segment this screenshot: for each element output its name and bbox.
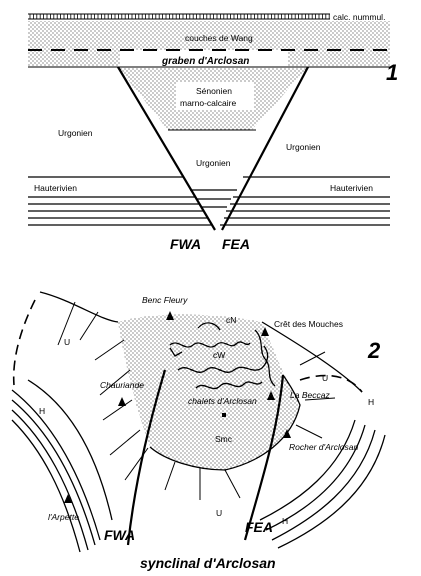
- smc-label: Smc: [215, 434, 233, 444]
- chalets-label: chalets d'Arclosan: [188, 396, 257, 406]
- urgonien-center-label: Urgonien: [196, 158, 231, 168]
- benc-fleury-label: Benc Fleury: [142, 295, 188, 305]
- panel-number-2: 2: [367, 338, 381, 363]
- fold-hook-mid: [197, 322, 221, 331]
- hauterivien-right-label: Hauterivien: [330, 183, 373, 193]
- hauterivian-strata-lines: [28, 176, 390, 226]
- fold-hook-left: [169, 347, 183, 357]
- urgonian-radial-lines: [57, 301, 336, 500]
- marno-calcaire-label: marno-calcaire: [180, 98, 236, 108]
- summit-marker-cret-des-mouches: [261, 327, 269, 336]
- cn-label: cN: [226, 315, 236, 325]
- fea-label: FEA: [222, 236, 250, 252]
- cross-section-panel: calc. nummul. couches de Wang graben d'A…: [28, 12, 398, 252]
- graben-label: graben d'Arclosan: [161, 56, 249, 67]
- summit-marker-la-beccaz: [267, 391, 275, 400]
- fwa-label: FWA: [170, 236, 201, 252]
- outer-dashed-arc-left: [12, 299, 36, 386]
- rocher-label: Rocher d'Arclosan: [289, 442, 358, 452]
- outer-dashed-arc-right: [299, 374, 363, 393]
- chalets-wavy-contact: [195, 381, 263, 390]
- map-panel: Benc Fleury cN cW Crêt des Mouches U U U…: [11, 291, 386, 571]
- la-beccaz-label: La Beccaz: [290, 390, 330, 400]
- core-boundary: [149, 374, 301, 471]
- cret-crest-line: [254, 329, 276, 387]
- fwa-map-label: FWA: [104, 527, 135, 543]
- h-right-label: H: [368, 397, 374, 407]
- cw-wavy-contact: [177, 345, 269, 373]
- hauterivien-left-label: Hauterivien: [34, 183, 77, 193]
- fault-fwa-line: [117, 66, 216, 231]
- h-left-label: H: [39, 406, 45, 416]
- graben-label-backdrop: [120, 50, 288, 68]
- synclinal-core-dotted: [118, 314, 300, 470]
- arpette-label: l'Arpette: [48, 512, 79, 522]
- synclinal-caption: synclinal d'Arclosan: [140, 555, 276, 571]
- senonien-label-backdrop: [176, 82, 254, 110]
- fault-fea-line: [221, 66, 309, 231]
- cn-wavy-contact: [169, 341, 251, 348]
- cw-label: cW: [213, 350, 225, 360]
- fault-fea-trace: [243, 374, 285, 541]
- urgonien-left-label: Urgonien: [58, 128, 93, 138]
- fea-map-label: FEA: [245, 519, 273, 535]
- couches-wang-label: couches de Wang: [185, 33, 253, 43]
- summit-marker-rocher: [283, 429, 291, 438]
- senonien-label: Sénonien: [196, 86, 232, 96]
- fault-fwa-trace: [126, 369, 167, 546]
- h-bottom-label: H: [282, 516, 288, 526]
- urgonien-right-label: Urgonien: [286, 142, 321, 152]
- calc-nummul-label: calc. nummul.: [333, 12, 385, 22]
- summit-marker-chauriande: [118, 397, 126, 406]
- wang-layer-dotted: [28, 21, 390, 67]
- summit-marker-benc-fleury: [166, 311, 174, 320]
- chalets-marker: [222, 413, 226, 417]
- u-bottom-label: U: [216, 508, 222, 518]
- outer-boundary-left: [39, 291, 119, 323]
- hauterivian-curves: [11, 379, 386, 553]
- summit-marker-arpette: [64, 494, 72, 503]
- chauriande-label: Chauriande: [100, 380, 144, 390]
- cret-des-mouches-label: Crêt des Mouches: [274, 319, 343, 329]
- panel-number-1: 1: [386, 60, 398, 85]
- u-top-right-label: U: [322, 373, 328, 383]
- nummulitic-limestone-layer: [28, 13, 330, 20]
- u-top-left-label: U: [64, 337, 70, 347]
